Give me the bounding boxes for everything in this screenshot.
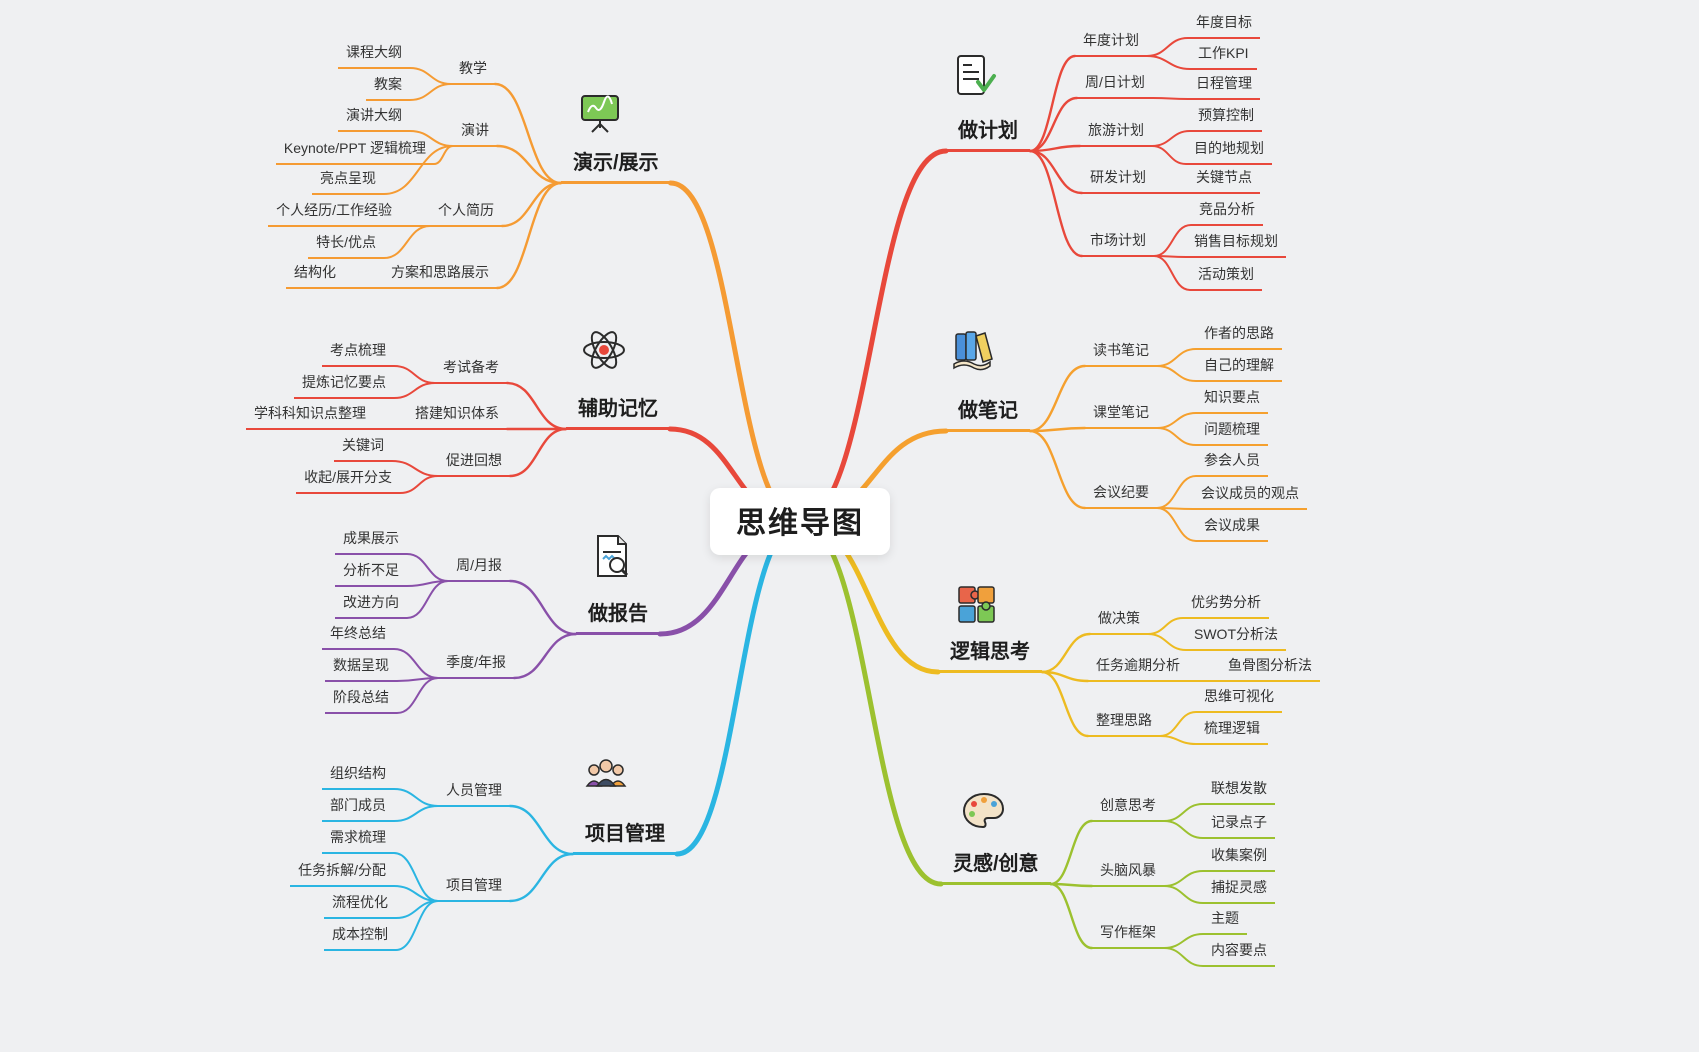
node-thinking-visualization[interactable]: 思维可视化	[1196, 683, 1282, 713]
node-year-end-summary[interactable]: 年终总结	[322, 620, 394, 650]
node-memory-points[interactable]: 提炼记忆要点	[294, 369, 394, 399]
central-topic[interactable]: 思维导图	[710, 488, 890, 555]
node-brainstorming[interactable]: 头脑风暴	[1092, 857, 1164, 887]
node-knowledge-points[interactable]: 知识要点	[1196, 384, 1268, 414]
node-meeting-minutes[interactable]: 会议纪要	[1085, 479, 1157, 509]
node-personal-resume[interactable]: 个人简历	[430, 197, 502, 227]
node-experience[interactable]: 个人经历/工作经验	[268, 197, 400, 227]
node-reading-notes[interactable]: 读书笔记	[1085, 337, 1157, 367]
node-project-management[interactable]: 项目管理	[573, 815, 677, 855]
node-pros-cons-analysis[interactable]: 优劣势分析	[1183, 589, 1269, 619]
node-destination-planning[interactable]: 目的地规划	[1186, 135, 1272, 165]
puzzle-icon	[952, 580, 1000, 628]
books-icon	[948, 326, 996, 374]
node-org-structure[interactable]: 组织结构	[322, 760, 394, 790]
node-collapse-expand[interactable]: 收起/展开分支	[296, 464, 400, 494]
node-content-points[interactable]: 内容要点	[1203, 937, 1275, 967]
node-meeting-outcomes[interactable]: 会议成果	[1196, 512, 1268, 542]
node-author-thinking[interactable]: 作者的思路	[1196, 320, 1282, 350]
node-take-notes[interactable]: 做笔记	[946, 392, 1030, 432]
node-make-plans[interactable]: 做计划	[946, 112, 1030, 152]
node-marketing-plan[interactable]: 市场计划	[1082, 227, 1154, 257]
node-teaching[interactable]: 教学	[451, 55, 495, 85]
node-event-planning[interactable]: 活动策划	[1190, 261, 1262, 291]
node-cost-control[interactable]: 成本控制	[324, 921, 396, 951]
node-course-outline[interactable]: 课程大纲	[338, 39, 410, 69]
node-speech-outline[interactable]: 演讲大纲	[338, 102, 410, 132]
presentation-board-icon	[576, 88, 624, 136]
node-requirement-sorting[interactable]: 需求梳理	[322, 824, 394, 854]
node-budget-control[interactable]: 预算控制	[1190, 102, 1262, 132]
node-organize-thoughts[interactable]: 整理思路	[1088, 707, 1160, 737]
node-improvement-direction[interactable]: 改进方向	[335, 589, 407, 619]
node-personnel-management[interactable]: 人员管理	[438, 777, 510, 807]
node-case-collection[interactable]: 收集案例	[1203, 842, 1275, 872]
node-achievements[interactable]: 成果展示	[335, 525, 407, 555]
node-member-opinions[interactable]: 会议成员的观点	[1193, 480, 1307, 510]
node-competitor-analysis[interactable]: 竞品分析	[1191, 196, 1263, 226]
node-rd-plan[interactable]: 研发计划	[1082, 164, 1154, 194]
node-class-notes[interactable]: 课堂笔记	[1085, 399, 1157, 429]
node-divergent-association[interactable]: 联想发散	[1203, 775, 1275, 805]
node-logic-sorting[interactable]: 梳理逻辑	[1196, 715, 1268, 745]
node-memory-aid[interactable]: 辅助记忆	[566, 390, 670, 430]
node-exam-points[interactable]: 考点梳理	[322, 337, 394, 367]
node-exam-prep[interactable]: 考试备考	[435, 354, 507, 384]
node-overdue-task-analysis[interactable]: 任务逾期分析	[1088, 652, 1188, 682]
node-department-members[interactable]: 部门成员	[322, 792, 394, 822]
node-key-milestones[interactable]: 关键节点	[1188, 164, 1260, 194]
node-travel-plan[interactable]: 旅游计划	[1080, 117, 1152, 147]
node-subject-knowledge[interactable]: 学科科知识点整理	[246, 400, 374, 430]
team-icon	[582, 752, 630, 800]
node-swot-analysis[interactable]: SWOT分析法	[1186, 621, 1286, 651]
node-keywords[interactable]: 关键词	[334, 432, 392, 462]
node-annual-plan[interactable]: 年度计划	[1075, 27, 1147, 57]
document-magnifier-icon	[588, 532, 636, 580]
node-annual-goal[interactable]: 年度目标	[1188, 9, 1260, 39]
node-inspiration-creativity[interactable]: 灵感/创意	[941, 845, 1051, 885]
node-project-management-sub[interactable]: 项目管理	[438, 872, 510, 902]
node-sales-target-planning[interactable]: 销售目标规划	[1186, 228, 1286, 258]
node-inspiration-capture[interactable]: 捕捉灵感	[1203, 874, 1275, 904]
node-task-breakdown[interactable]: 任务拆解/分配	[290, 857, 394, 887]
node-weekly-monthly-report[interactable]: 周/月报	[448, 552, 510, 582]
node-phase-summary[interactable]: 阶段总结	[325, 684, 397, 714]
node-theme[interactable]: 主题	[1203, 905, 1247, 935]
node-fishbone-analysis[interactable]: 鱼骨图分析法	[1220, 652, 1320, 682]
clipboard-check-icon	[950, 52, 998, 100]
node-reporting[interactable]: 做报告	[576, 595, 660, 635]
node-lesson-plan[interactable]: 教案	[366, 71, 410, 101]
node-schedule-management[interactable]: 日程管理	[1188, 70, 1260, 100]
node-highlights[interactable]: 亮点呈现	[312, 165, 384, 195]
node-process-optimization[interactable]: 流程优化	[324, 889, 396, 919]
node-proposal-display[interactable]: 方案和思路展示	[383, 259, 497, 289]
node-creative-thinking[interactable]: 创意思考	[1092, 792, 1164, 822]
node-logical-thinking[interactable]: 逻辑思考	[938, 633, 1042, 673]
node-data-presentation[interactable]: 数据呈现	[325, 652, 397, 682]
node-strengths[interactable]: 特长/优点	[308, 229, 384, 259]
node-writing-framework[interactable]: 写作框架	[1092, 919, 1164, 949]
atom-icon	[580, 326, 628, 374]
node-idea-recording[interactable]: 记录点子	[1203, 809, 1275, 839]
node-speech[interactable]: 演讲	[453, 117, 497, 147]
node-keynote-ppt-logic[interactable]: Keynote/PPT 逻辑梳理	[275, 135, 434, 165]
node-work-kpi[interactable]: 工作KPI	[1190, 40, 1257, 70]
palette-icon	[960, 788, 1008, 836]
node-decision-making[interactable]: 做决策	[1090, 605, 1148, 635]
node-recall-promotion[interactable]: 促进回想	[438, 447, 510, 477]
node-own-understanding[interactable]: 自己的理解	[1196, 352, 1282, 382]
node-presentation-display[interactable]: 演示/展示	[561, 144, 671, 184]
node-question-sorting[interactable]: 问题梳理	[1196, 416, 1268, 446]
node-quarterly-annual-report[interactable]: 季度/年报	[438, 649, 514, 679]
node-attendees[interactable]: 参会人员	[1196, 447, 1268, 477]
node-insufficiency-analysis[interactable]: 分析不足	[335, 557, 407, 587]
node-structured[interactable]: 结构化	[286, 259, 344, 289]
node-weekly-daily-plan[interactable]: 周/日计划	[1077, 69, 1153, 99]
node-knowledge-system[interactable]: 搭建知识体系	[407, 400, 507, 430]
